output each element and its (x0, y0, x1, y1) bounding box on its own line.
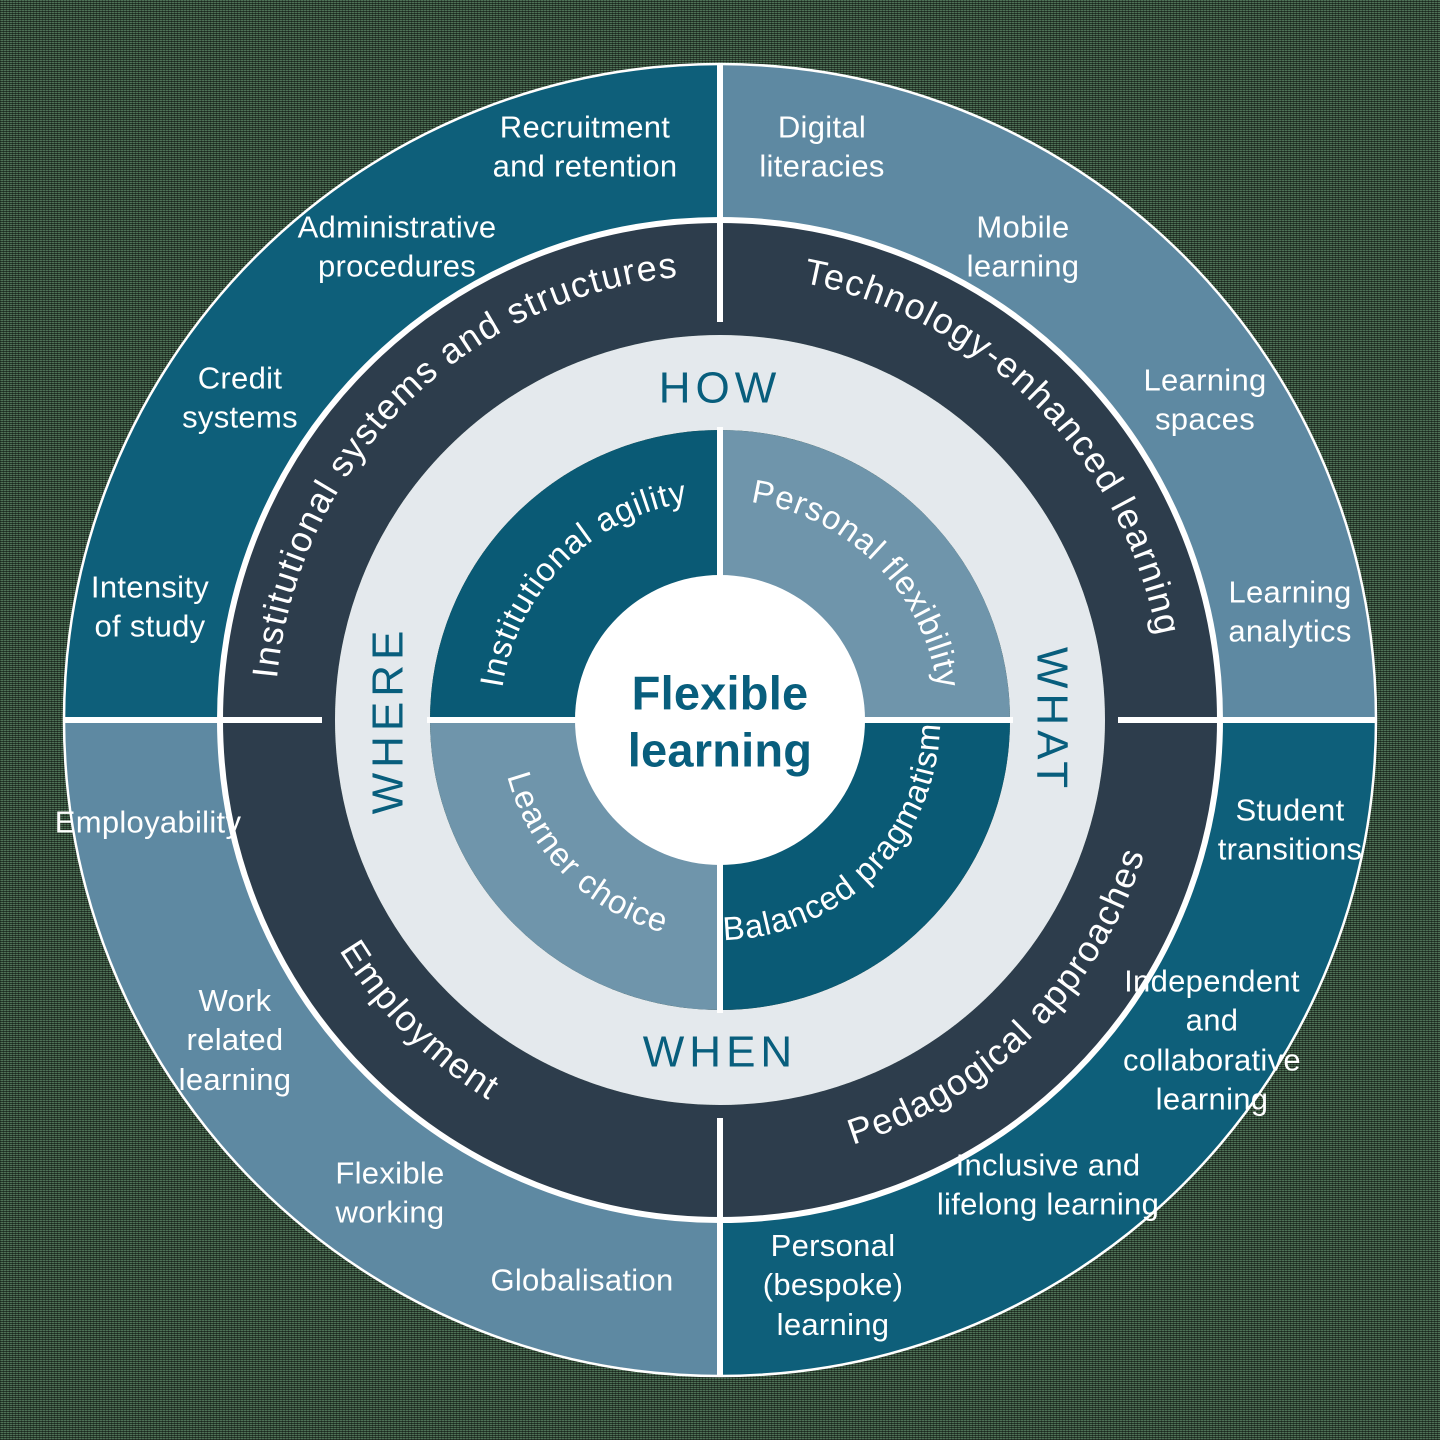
compass-when: WHEN (643, 1028, 797, 1077)
compass-how: HOW (659, 364, 782, 413)
outer-sector-employment (65, 720, 720, 1375)
compass-what: WHAT (1028, 647, 1077, 793)
quadrant-dividers (63, 63, 1377, 1377)
outer-sector-pedagogical (720, 720, 1375, 1375)
compass-where: WHERE (364, 626, 413, 815)
compass-ring (335, 335, 1105, 1105)
centre-disc (575, 575, 865, 865)
outer-sector-institutional (65, 65, 720, 720)
outer-sector-technology (720, 65, 1375, 720)
